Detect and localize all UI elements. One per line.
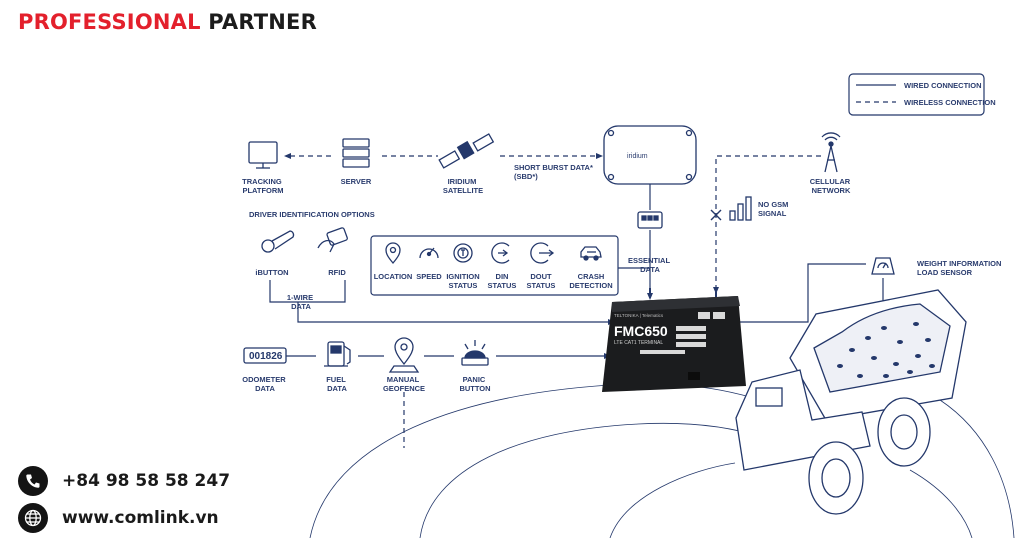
legend-wireless-label: WIRELESS CONNECTION [904, 98, 996, 107]
rfid-card-icon [317, 227, 348, 253]
signal-bars-icon [729, 196, 752, 221]
weight-sensor-icon [871, 257, 895, 275]
label-tracking-platform: TRACKING PLATFORM [242, 177, 284, 195]
cell-tower-icon [821, 132, 841, 173]
labels: TRACKING PLATFORM SERVER IRIDIUM SATELLI… [242, 163, 1004, 393]
device-maker: TELTONIKA | Telematics [614, 313, 664, 318]
truck-load-rocks [837, 322, 935, 378]
connections [269, 155, 884, 448]
link-cellular [715, 155, 822, 290]
label-weight-sensor: WEIGHT INFORMATION LOAD SENSOR [917, 259, 1004, 277]
label-driver-id-title: DRIVER IDENTIFICATION OPTIONS [249, 210, 375, 219]
road-line [939, 399, 1015, 538]
label-iridium-satellite: IRIDIUM SATELLITE [443, 177, 483, 195]
panic-button-icon [461, 340, 489, 366]
label-odometer: ODOMETER DATA [242, 375, 287, 393]
arrowhead [596, 153, 603, 159]
road-lines [309, 383, 1015, 538]
essential-label-location: LOCATION [374, 272, 413, 281]
label-rfid: RFID [328, 268, 346, 277]
link-weight-sensor [738, 263, 866, 323]
connector-icon [637, 211, 663, 229]
label-fuel: FUEL DATA [326, 375, 348, 393]
monitor-icon [248, 141, 278, 169]
label-essential-data: ESSENTIAL DATA [628, 256, 672, 274]
fuel-pump-icon [324, 341, 351, 367]
crash-car-icon [580, 246, 602, 261]
label-one-wire: 1-WIRE DATA [287, 293, 315, 311]
road-line [309, 383, 791, 538]
brand-partner: PARTNER [208, 10, 317, 34]
speedometer-icon [419, 247, 439, 259]
fmc650-device: FMC650 LTE CAT1 TERMINAL TELTONIKA | Tel… [602, 288, 746, 392]
contact-phone: +84 98 58 58 247 [18, 466, 230, 496]
label-panic-button: PANIC BUTTON [459, 375, 490, 393]
iridium-module-icon [603, 125, 697, 185]
dump-truck-illustration [735, 289, 967, 515]
ignition-icon [453, 243, 473, 263]
bottom-icons: 001826 [243, 337, 489, 373]
road-line [419, 422, 766, 538]
device-model: FMC650 [614, 323, 668, 339]
no-signal-cross-icon [710, 209, 722, 221]
phone-icon [18, 466, 48, 496]
brand-professional: PROFESSIONAL [18, 10, 201, 34]
iridium-brand-text: iridium [627, 153, 648, 160]
label-server: SERVER [341, 177, 372, 186]
device-body [602, 296, 746, 392]
label-cellular-network: CELLULAR NETWORK [810, 177, 853, 195]
label-manual-geofence: MANUAL GEOFENCE [383, 375, 425, 393]
label-no-gsm: NO GSM SIGNAL [758, 200, 791, 218]
truck-window [755, 387, 783, 407]
arrowhead [284, 153, 291, 159]
legend: WIRED CONNECTION WIRELESS CONNECTION [848, 73, 996, 116]
label-sbd: SHORT BURST DATA* (SBD*) [514, 163, 595, 181]
satellite-icon [438, 133, 495, 169]
legend-box [848, 73, 985, 116]
road-line [909, 469, 973, 538]
top-icons [248, 125, 841, 229]
location-pin-icon [385, 242, 401, 264]
link-one-wire-device [297, 302, 612, 323]
din-icon [491, 242, 510, 264]
odometer-icon: 001826 [243, 347, 287, 364]
geofence-pin-icon [388, 337, 420, 373]
driver-id-icons [261, 227, 348, 253]
arrowhead [713, 287, 719, 294]
label-ibutton: iBUTTON [255, 268, 288, 277]
legend-wired-label: WIRED CONNECTION [904, 81, 982, 90]
essential-data-box [370, 235, 619, 296]
website-url[interactable]: www.comlink.vn [62, 508, 219, 528]
odometer-digits: 001826 [249, 351, 283, 362]
link-one-wire [269, 280, 346, 303]
brand-header: PROFESSIONAL PARTNER [18, 10, 317, 34]
globe-icon [18, 503, 48, 533]
device-subtitle: LTE CAT1 TERMINAL [614, 340, 663, 346]
phone-number: +84 98 58 58 247 [62, 471, 231, 491]
essential-label-speed: SPEED [416, 272, 442, 281]
server-icon [342, 138, 370, 168]
dout-icon [530, 242, 555, 264]
road-line [609, 462, 736, 538]
ibutton-key-icon [261, 230, 295, 253]
contact-website: www.comlink.vn [18, 503, 219, 533]
